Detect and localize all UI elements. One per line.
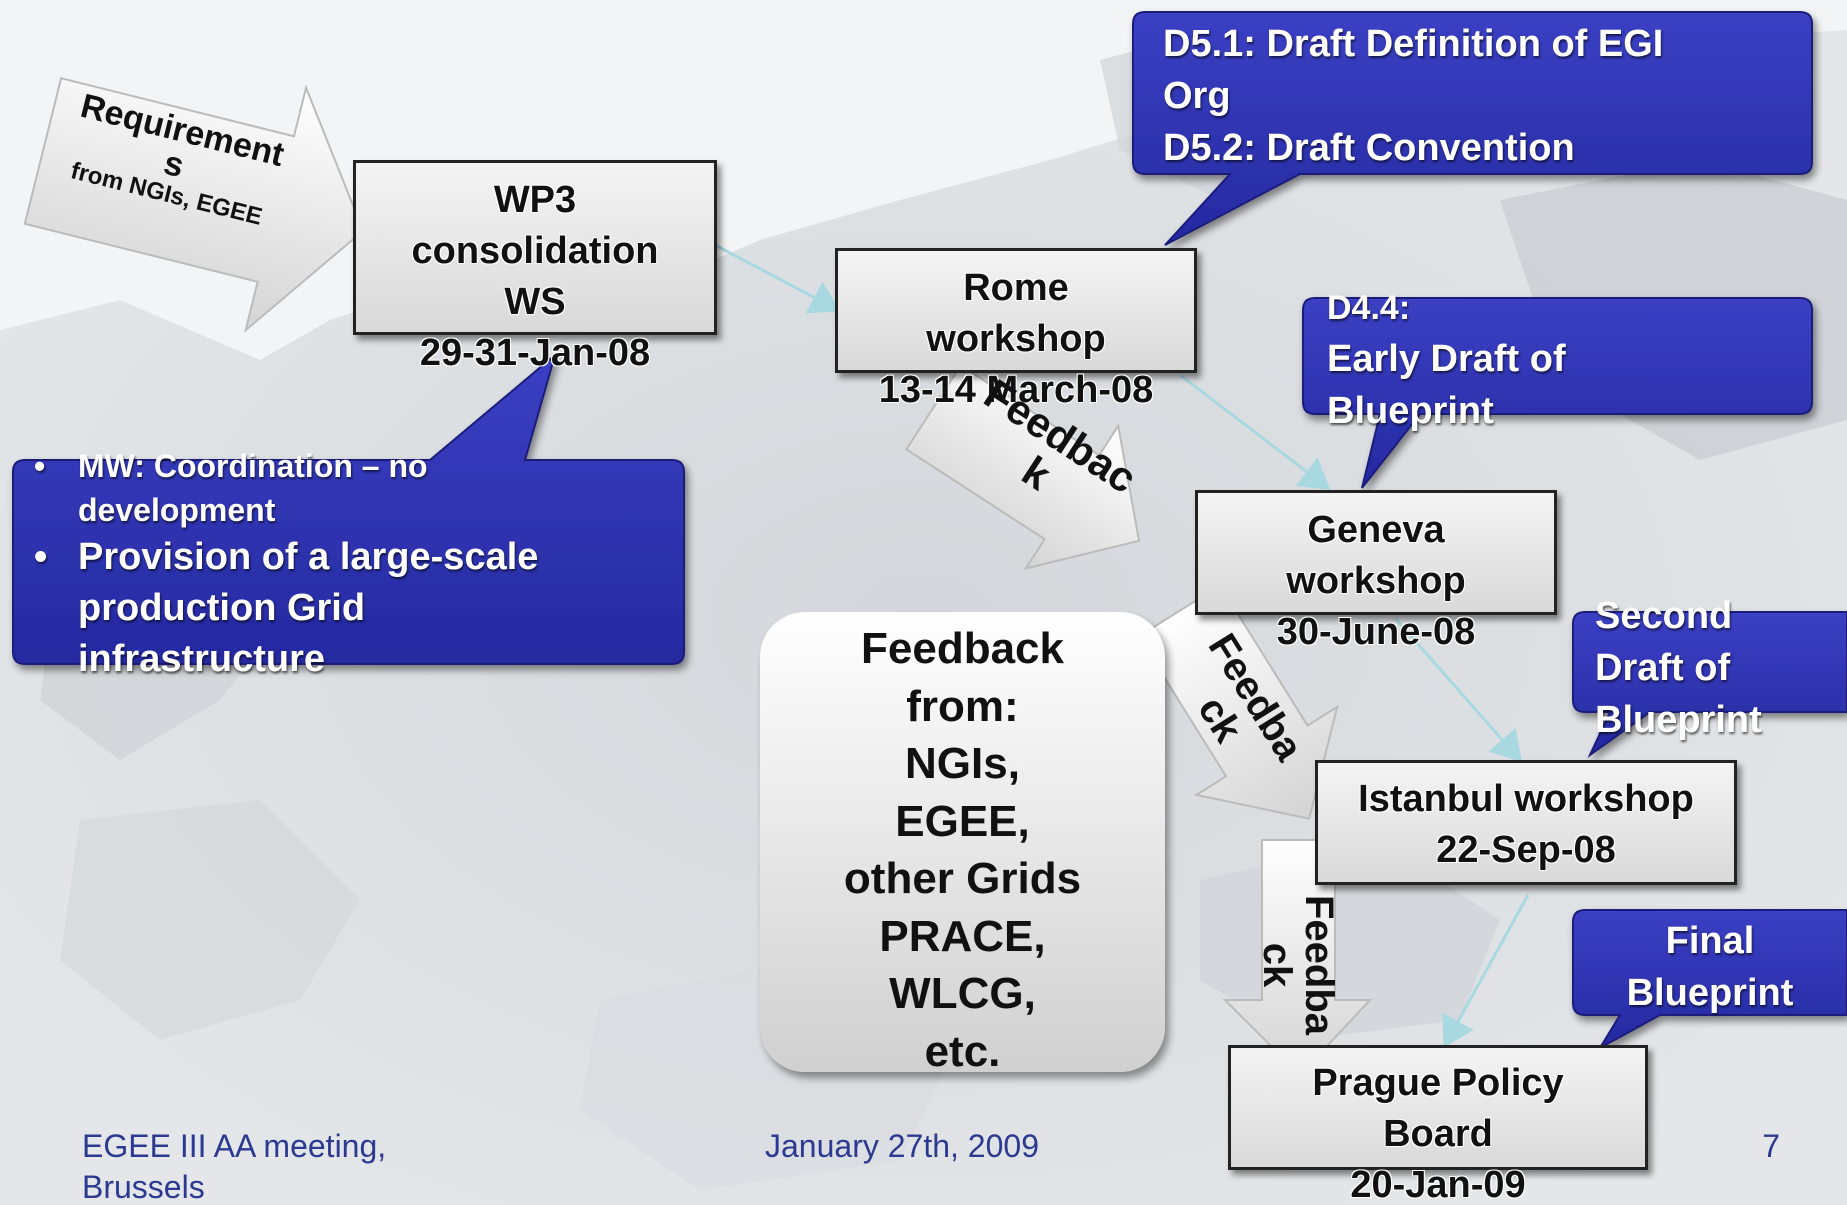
feedback-line-2: from: <box>906 681 1019 731</box>
feedback-line-7: WLCG, <box>889 969 1036 1018</box>
connector-geneva-istanbul <box>1393 617 1522 763</box>
callout-d51-shape <box>1132 11 1813 246</box>
feedback-arrow-3-line2: ck <box>1255 942 1299 988</box>
feedback-line-8: etc. <box>924 1026 1001 1076</box>
callout-second-text: Second Draft of Blueprint <box>1595 590 1762 746</box>
mw-bullet-2-line2: production Grid <box>78 587 366 629</box>
feedback-line-4: EGEE, <box>895 796 1030 846</box>
istanbul-workshop-label: Istanbul workshop 22-Sep-08 <box>1315 774 1737 876</box>
callout-mw-text: • MW: Coordination – no development • Pr… <box>30 444 538 685</box>
wp3-line2: consolidation <box>411 230 659 272</box>
callout-d44-line3: Blueprint <box>1327 390 1494 432</box>
feedback-line-6: PRACE, <box>879 911 1046 961</box>
footer-event-line1: EGEE III AA meeting, <box>82 1128 387 1164</box>
feedback-arrow-1 <box>904 364 1141 571</box>
callout-d44-text: D4.4: Early Draft of Blueprint <box>1327 283 1566 437</box>
feedback-sources-box <box>760 612 1165 1072</box>
footer-event-line2: Brussels <box>82 1169 205 1205</box>
geneva-line2: workshop <box>1286 560 1466 602</box>
geneva-workshop-box <box>1195 490 1557 615</box>
callout-second-line3: Blueprint <box>1595 699 1762 741</box>
callout-second-line2: Draft of <box>1595 647 1731 689</box>
callout-final-line2: Blueprint <box>1626 972 1794 1014</box>
mw-bullet-2-line1: Provision of a large-scale <box>78 536 539 578</box>
mw-bullet-2-marker: • <box>34 536 48 578</box>
feedback-line-1: Feedback <box>861 624 1064 673</box>
callout-final-line1: Final <box>1665 920 1755 962</box>
footer-event: EGEE III AA meeting, Brussels <box>82 1126 386 1205</box>
geneva-workshop-label: Geneva workshop 30-June-08 <box>1195 505 1557 658</box>
feedback-arrow-3-text: Feedba ck <box>1255 870 1341 1060</box>
callout-final-shape <box>1572 909 1847 1051</box>
prague-board-label: Prague Policy Board 20-Jan-09 <box>1228 1058 1648 1205</box>
rome-workshop-box <box>835 248 1197 373</box>
wp3-line3: WS <box>504 281 566 323</box>
feedback-line-3: NGIs, <box>905 739 1020 788</box>
feedback-arrow-3-line1: Feedba <box>1297 894 1341 1036</box>
feedback-line-5: other Grids <box>843 854 1082 903</box>
geneva-line1: Geneva <box>1307 509 1445 551</box>
callout-d51-text: D5.1: Draft Definition of EGI Org D5.2: … <box>1163 18 1663 174</box>
istanbul-date: 22-Sep-08 <box>1436 829 1616 871</box>
wp3-date: 29-31-Jan-08 <box>419 332 651 374</box>
requirements-arrow <box>23 76 365 334</box>
connector-rome-geneva <box>1179 373 1331 490</box>
istanbul-line1: Istanbul workshop <box>1358 778 1694 820</box>
callout-mw-shape <box>12 352 685 665</box>
footer-page-number-text: 7 <box>1762 1128 1780 1164</box>
mw-bullet-1-marker: • <box>34 448 46 484</box>
connector-istanbul-prague <box>1442 894 1530 1048</box>
rome-workshop-label: Rome workshop 13-14 March-08 <box>835 263 1197 416</box>
wp3-workshop-label: WP3 consolidation WS 29-31-Jan-08 <box>353 175 717 379</box>
geneva-date: 30-June-08 <box>1276 611 1476 653</box>
mw-bullet-2: • Provision of a large-scale production … <box>30 532 538 685</box>
prague-line2: Board <box>1383 1113 1493 1155</box>
callout-d51-line2: Org <box>1163 75 1231 117</box>
callout-second-shape <box>1572 611 1847 759</box>
mw-bullet-1-line2: development <box>78 492 276 528</box>
mw-bullet-2-line3: infrastructure <box>78 638 326 680</box>
callout-d51-line3: D5.2: Draft Convention <box>1163 127 1575 169</box>
connector-wp3-rome <box>714 243 841 314</box>
mw-bullet-1-line1: MW: Coordination – no <box>78 448 428 484</box>
feedback-sources-text: Feedback from: NGIs, EGEE, other Grids P… <box>760 620 1165 1080</box>
footer-page-number: 7 <box>1740 1126 1780 1167</box>
istanbul-workshop-box <box>1315 760 1737 885</box>
callout-d44-shape <box>1302 297 1813 489</box>
callout-d44-line1: D4.4: <box>1327 289 1411 327</box>
wp3-line1: WP3 <box>493 179 577 221</box>
callout-second-line1: Second <box>1595 595 1733 637</box>
footer-date-text: January 27th, 2009 <box>765 1128 1039 1164</box>
rome-date: 13-14 March-08 <box>878 369 1154 411</box>
prague-line1: Prague Policy <box>1312 1062 1564 1104</box>
rome-line2: workshop <box>926 318 1106 360</box>
callout-final-text: Final Blueprint <box>1573 915 1847 1019</box>
mw-bullet-1: • MW: Coordination – no development <box>30 444 538 532</box>
footer-date: January 27th, 2009 <box>765 1126 1039 1167</box>
callout-d51-line1: D5.1: Draft Definition of EGI <box>1163 23 1664 65</box>
prague-board-box <box>1228 1045 1648 1170</box>
callout-d44-line2: Early Draft of <box>1327 338 1566 380</box>
prague-date: 20-Jan-09 <box>1350 1164 1526 1205</box>
rome-line1: Rome <box>963 267 1069 309</box>
wp3-workshop-box <box>353 160 717 335</box>
